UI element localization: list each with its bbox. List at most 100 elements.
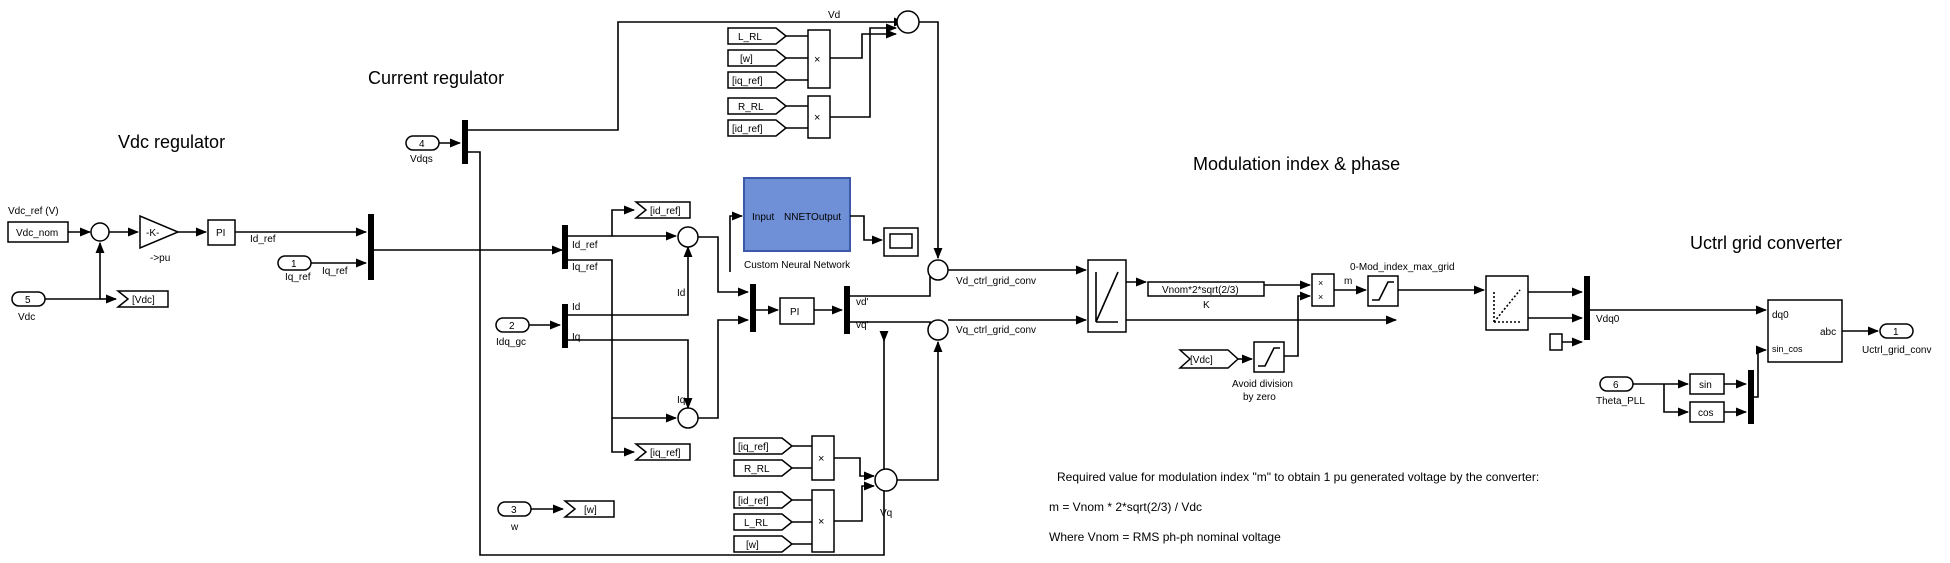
goto-iq-ref[interactable]: [iq_ref] (633, 443, 691, 461)
pi-vdc[interactable]: PI (207, 219, 236, 246)
abc-text: abc (1820, 327, 1836, 338)
sum-vdc[interactable] (90, 222, 110, 242)
goto-w[interactable]: [w] (562, 500, 615, 518)
sum-vq-comp[interactable] (874, 468, 898, 492)
svg-text:5: 5 (25, 295, 31, 306)
svg-text:[w]: [w] (746, 540, 759, 551)
svg-text:R_RL: R_RL (744, 464, 770, 475)
nn-caption: Custom Neural Network (744, 260, 851, 271)
svg-text:[iq_ref]: [iq_ref] (650, 448, 681, 459)
port2-label: Idq_gc (496, 337, 526, 348)
svg-text:[id_ref]: [id_ref] (738, 496, 769, 507)
vq-prime: vq' (856, 320, 869, 331)
svg-text:1: 1 (291, 259, 297, 270)
vdc-nom-text: Vdc_nom (16, 228, 58, 239)
demux-v (844, 286, 850, 334)
vdq0-signal: Vdq0 (1596, 314, 1620, 325)
m-signal: m (1344, 276, 1352, 287)
gain-to-pu[interactable]: -K- (139, 214, 180, 250)
svg-text:4: 4 (419, 139, 425, 150)
ground-const[interactable] (1549, 333, 1563, 351)
tag-R-RL-a[interactable]: R_RL (727, 97, 788, 115)
sum-iq[interactable] (677, 407, 699, 429)
sin-block[interactable]: sin (1689, 373, 1725, 395)
port3-label: w (510, 522, 519, 533)
out-label: Uctrl_grid_conv (1862, 345, 1931, 356)
id-ref-signal: Id_ref (250, 234, 276, 245)
input-port-2[interactable]: 2 (495, 317, 530, 333)
title-vdc-regulator: Vdc regulator (118, 132, 225, 152)
tag-L-RL-a[interactable]: L_RL (727, 27, 788, 45)
sum-vd-ctrl[interactable] (927, 259, 949, 281)
svg-text:×: × (1318, 278, 1323, 288)
tag-iq-ref-a[interactable]: [iq_ref] (727, 71, 788, 89)
saturation-div0[interactable] (1253, 341, 1285, 373)
sum-vd-comp[interactable] (896, 10, 920, 34)
mux-iref (368, 214, 374, 280)
port6-label: Theta_PLL (1596, 396, 1645, 407)
svg-text:[iq_ref]: [iq_ref] (732, 76, 763, 87)
vdc-nom-constant[interactable]: Vdc_nom (7, 221, 69, 243)
mux-vdq0 (1584, 276, 1590, 340)
vd-prime: vd' (856, 297, 869, 308)
saturation-mod[interactable] (1367, 275, 1399, 307)
sat-label2: by zero (1243, 392, 1276, 403)
input-port-4[interactable]: 4 (405, 135, 440, 151)
product-top-a[interactable]: × (807, 29, 831, 89)
polar2cart[interactable] (1485, 275, 1529, 331)
sum-id[interactable] (677, 226, 699, 248)
svg-text:[w]: [w] (740, 54, 753, 65)
k-gain[interactable]: Vnom*2*sqrt(2/3) (1147, 281, 1265, 297)
svg-text:2: 2 (509, 321, 515, 332)
svg-text:[id_ref]: [id_ref] (732, 124, 763, 135)
svg-text:×: × (1318, 292, 1323, 302)
annotation-line1: Required value for modulation index "m" … (1057, 470, 1539, 484)
sum-vq-ctrl[interactable] (927, 319, 949, 341)
input-port-3[interactable]: 3 (497, 501, 532, 517)
pi-current-text: PI (790, 307, 799, 318)
svg-text:×: × (818, 453, 824, 465)
iq-signal2: Iq (677, 395, 685, 406)
output-port-1[interactable]: 1 (1879, 323, 1914, 339)
tag-w-b[interactable]: [w] (733, 535, 794, 553)
tag-R-RL-b[interactable]: R_RL (733, 459, 794, 477)
svg-text:×: × (814, 54, 820, 66)
nn-output-label: NNETOutput (784, 212, 841, 223)
product-top-b[interactable]: × (807, 95, 831, 139)
title-current-regulator: Current regulator (368, 68, 504, 88)
dq0-text: dq0 (1772, 310, 1789, 321)
id-ref-signal2: Id_ref (572, 240, 598, 251)
input-port-1[interactable]: 1 (277, 255, 312, 271)
tag-L-RL-b[interactable]: L_RL (733, 513, 794, 531)
custom-neural-network[interactable]: Input NNETOutput (743, 177, 851, 252)
iq-ref-signal2: Iq_ref (572, 262, 598, 273)
scope[interactable] (883, 227, 919, 257)
svg-text:×: × (818, 516, 824, 528)
tag-w-a[interactable]: [w] (727, 49, 788, 67)
from-vdc[interactable]: [Vdc] (1178, 349, 1240, 369)
pi-current[interactable]: PI (779, 297, 815, 325)
vdc-ref-label: Vdc_ref (V) (8, 206, 59, 217)
cos-block[interactable]: cos (1689, 401, 1725, 423)
input-port-6[interactable]: 6 (1599, 376, 1634, 392)
cart2polar[interactable] (1087, 259, 1127, 333)
demux-idq (562, 304, 568, 348)
iq-ref-signal: Iq_ref (322, 266, 348, 277)
tag-iq-ref-b[interactable]: [iq_ref] (733, 437, 794, 455)
k-label: K (1203, 300, 1210, 311)
vq-signal: Vq (880, 508, 892, 519)
input-port-5[interactable]: 5 (11, 291, 46, 307)
port5-label: Vdc (18, 312, 35, 323)
tag-id-ref-b[interactable]: [id_ref] (733, 491, 794, 509)
vd-ctrl-signal: Vd_ctrl_grid_conv (956, 276, 1036, 287)
tag-id-ref-a[interactable]: [id_ref] (727, 119, 788, 137)
product-bot-b[interactable]: × (811, 489, 835, 553)
product-div[interactable]: × × (1311, 273, 1335, 307)
goto-id-ref[interactable]: [id_ref] (633, 201, 691, 219)
id-signal2: Id (677, 288, 685, 299)
svg-text:sin: sin (1699, 380, 1712, 391)
product-bot-a[interactable]: × (811, 435, 835, 481)
goto-vdc[interactable]: [Vdc] (115, 290, 169, 308)
dq0-to-abc[interactable]: dq0 abc sin_cos (1767, 299, 1843, 363)
